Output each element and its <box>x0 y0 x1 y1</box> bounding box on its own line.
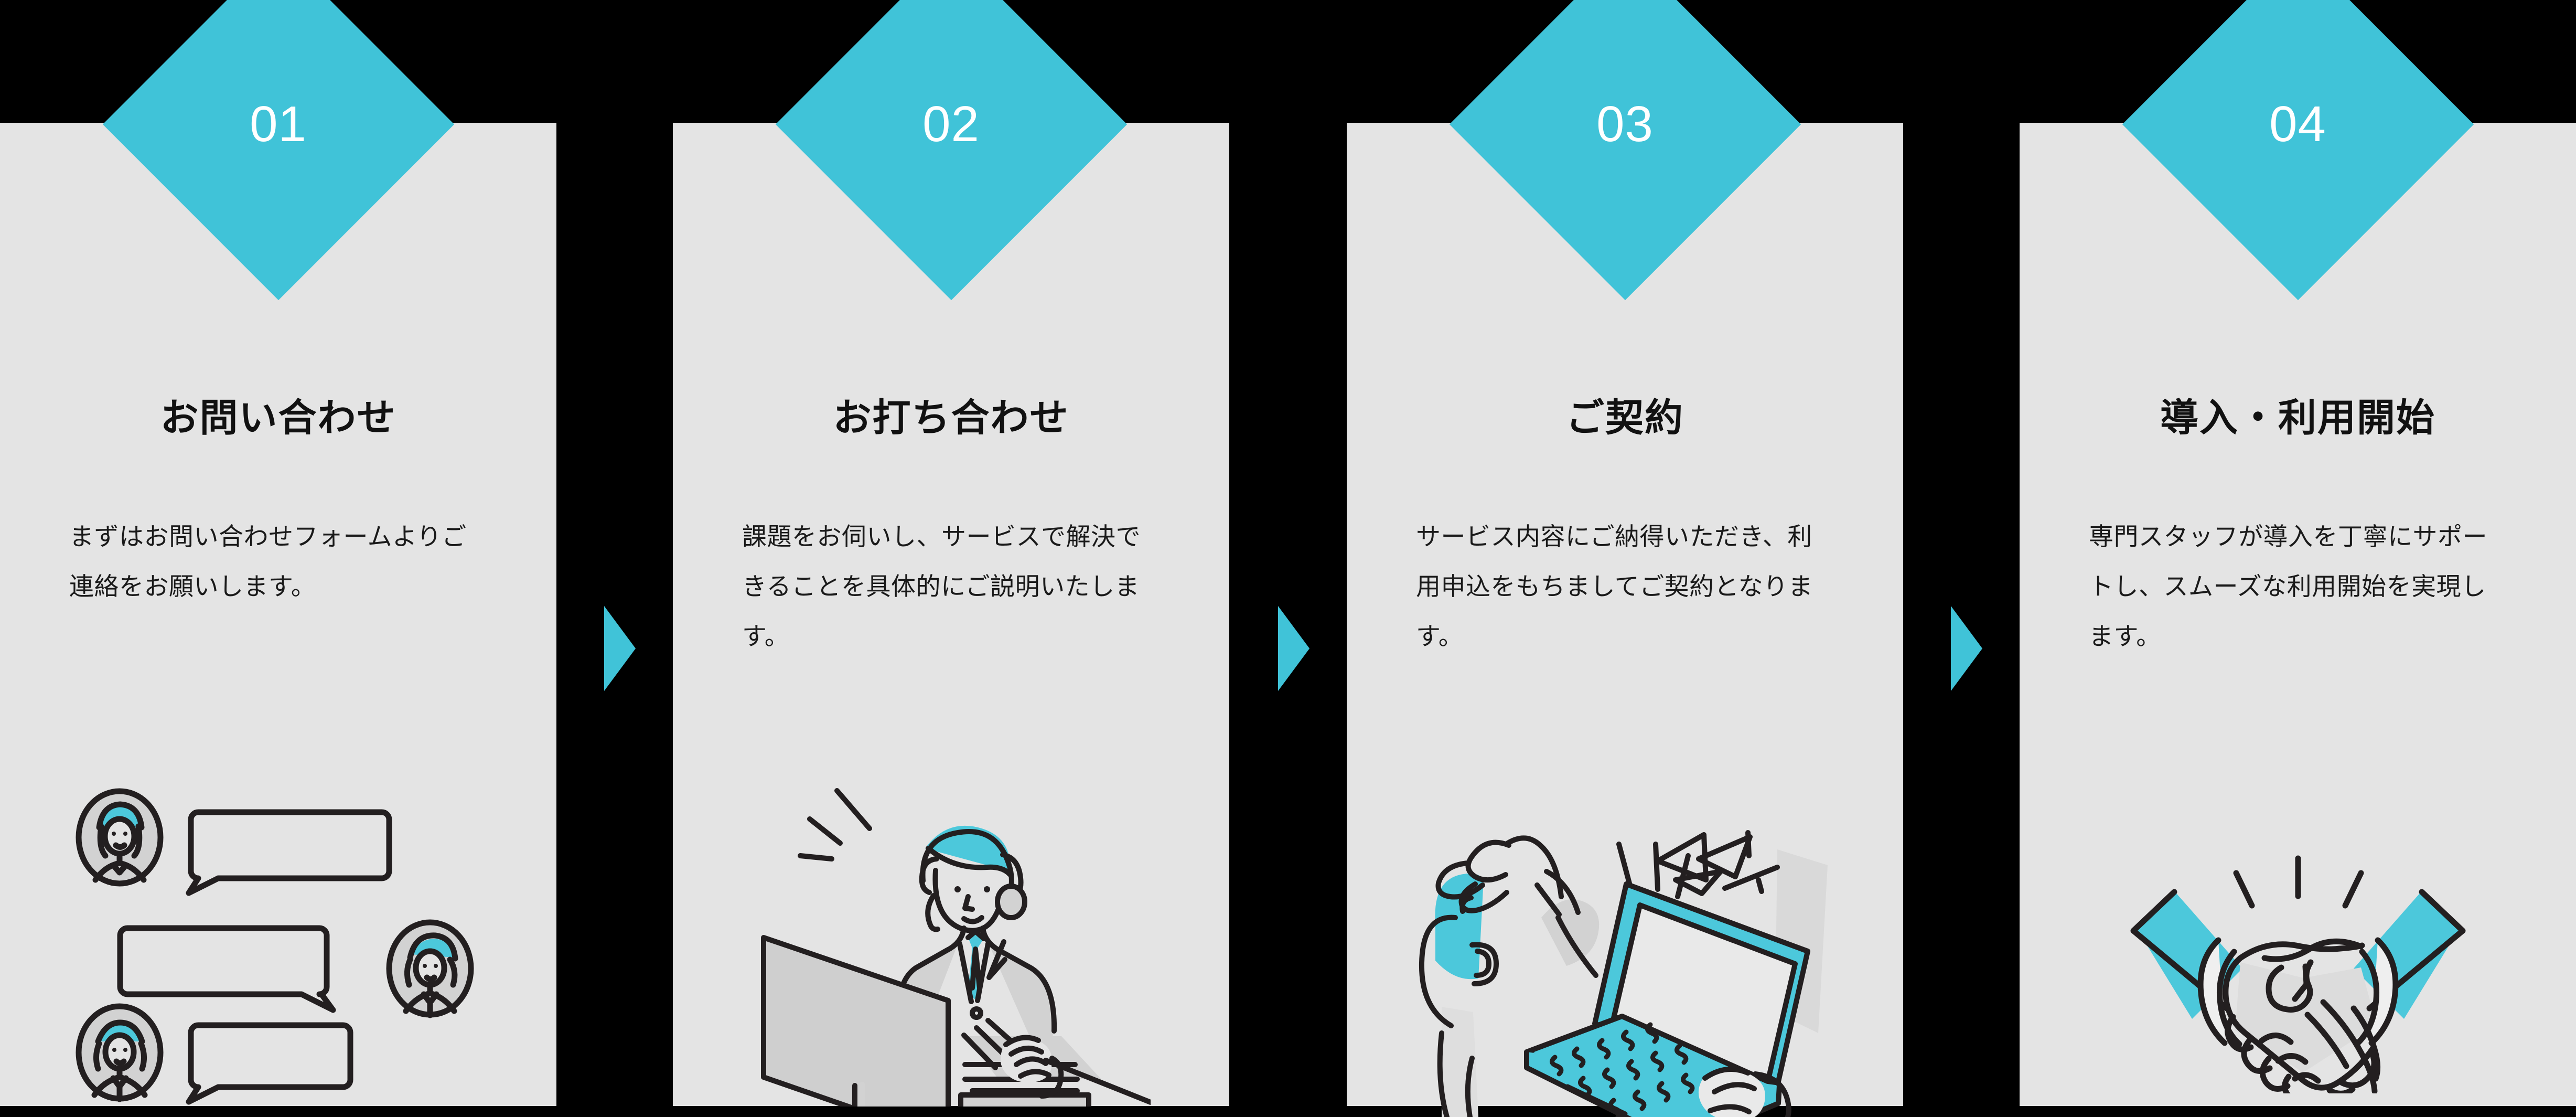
process-step-card-1: 01 お問い合わせ まずはお問い合わせフォームよりご連絡をお願いします。 <box>0 0 556 1106</box>
step-illustration-1 <box>0 786 556 1112</box>
step-illustration-3 <box>1347 760 1903 1117</box>
step-title-1: お問い合わせ <box>160 397 396 439</box>
process-step-card-2: 02 お打ち合わせ 課題をお伺いし、サービスで解決できることを具体的にご説明いた… <box>673 0 1229 1107</box>
process-step-card-4: 04 導入・利用開始 専門スタッフが導入を丁寧にサポートし、スムーズな利用開始を… <box>2020 0 2576 1106</box>
step-number-label-3: 03 <box>1596 96 1654 152</box>
step-number-label-2: 02 <box>922 96 980 152</box>
step-illustration-4 <box>2020 842 2576 1093</box>
step-title-4: 導入・利用開始 <box>2160 397 2435 439</box>
step-number-label-1: 01 <box>250 96 307 152</box>
process-step-card-3: 03 ご契約 サービス内容にご納得いただき、利用申込をもちましてご契約となります… <box>1347 0 1903 1117</box>
step-title-2: お打ち合わせ <box>833 397 1069 439</box>
chat-bubbles-avatars-illustration <box>76 788 474 1105</box>
triangle-right-icon-1 <box>604 606 636 691</box>
step-description-3: サービス内容にご納得いただき、利用申込をもちましてご契約となります。 <box>1416 523 1813 650</box>
step-description-2: 課題をお伺いし、サービスで解決できることを具体的にご説明いたします。 <box>742 523 1141 650</box>
triangle-right-icon-2 <box>1278 606 1310 691</box>
person-presenting-laptop-illustration <box>1419 830 1828 1117</box>
step-illustration-2 <box>673 771 1229 1107</box>
operator-headset-monitor-illustration <box>760 788 1151 1107</box>
handshake-illustration <box>2130 855 2465 1093</box>
triangle-right-icon-3 <box>1951 606 1982 691</box>
step-description-1: まずはお問い合わせフォームよりご連絡をお願いします。 <box>69 523 467 600</box>
step-number-label-4: 04 <box>2269 96 2326 152</box>
step-description-4: 専門スタッフが導入を丁寧にサポートし、スムーズな利用開始を実現します。 <box>2089 523 2487 650</box>
step-title-3: ご契約 <box>1566 397 1684 439</box>
